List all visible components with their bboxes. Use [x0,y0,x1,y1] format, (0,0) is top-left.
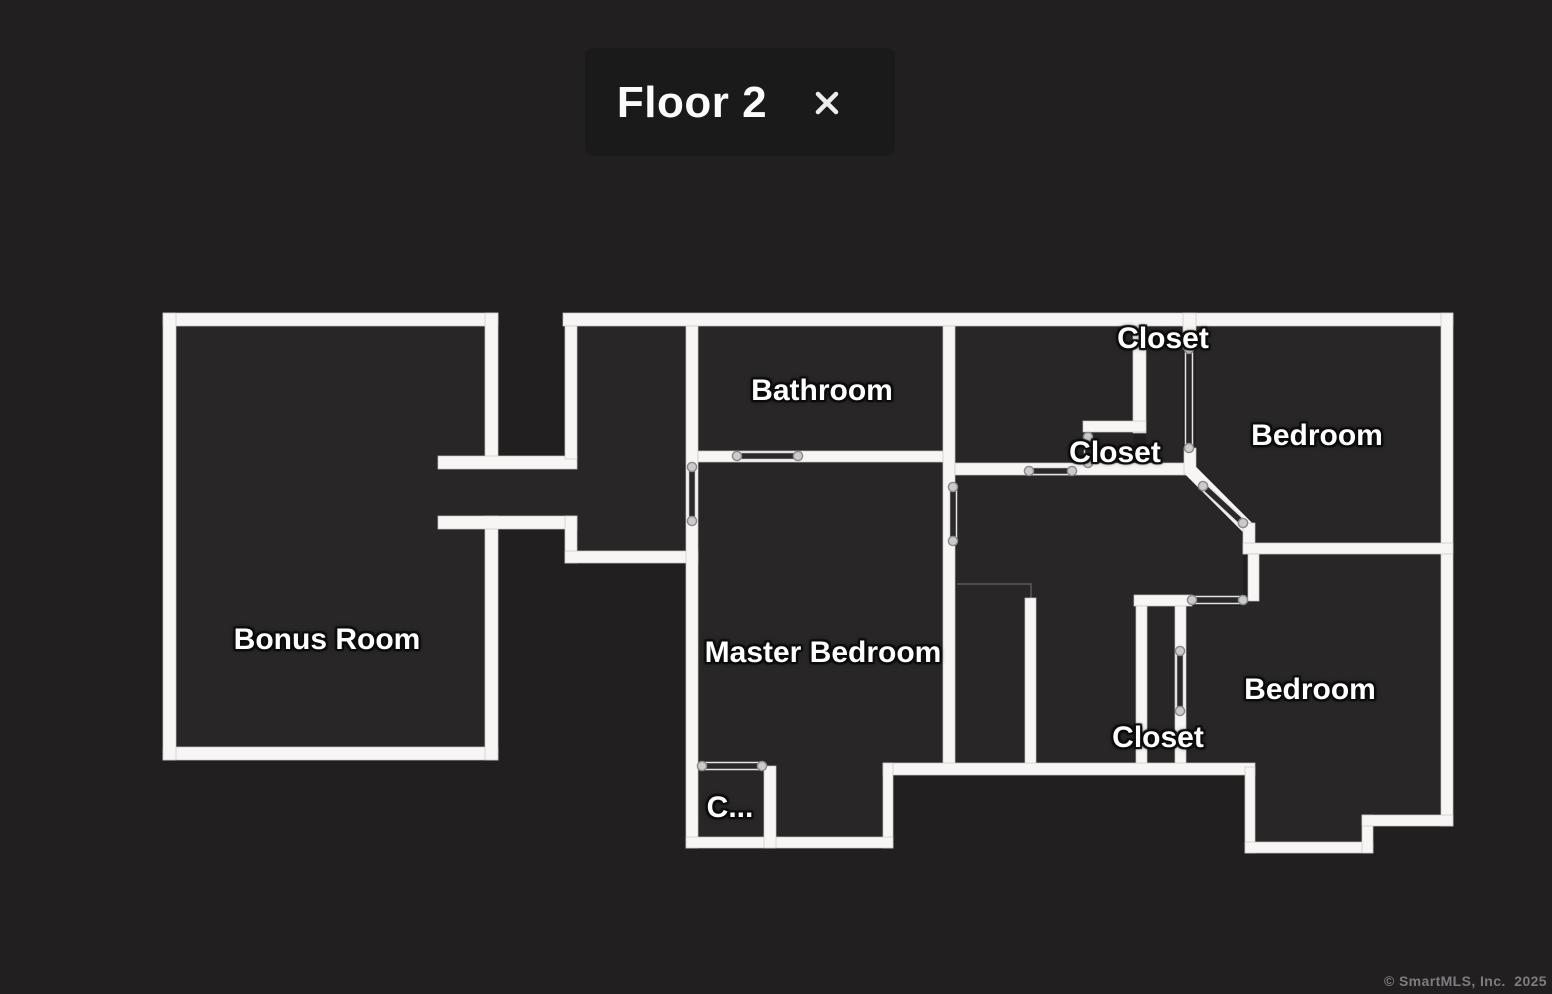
door-marker[interactable] [1196,479,1249,529]
stair-opening-line [957,583,1032,598]
door-handle[interactable] [1023,465,1035,477]
door-handle[interactable] [1082,431,1094,443]
door-marker[interactable] [1174,645,1186,717]
door-leaf[interactable] [1175,650,1185,712]
door-handle[interactable] [756,760,768,772]
door-handle[interactable] [696,760,708,772]
door-marker[interactable] [1023,465,1078,477]
door-leaf[interactable] [1028,466,1073,476]
door-handle[interactable] [947,535,959,547]
door-handle[interactable] [1066,465,1078,477]
door-marker[interactable] [696,760,768,772]
door-leaf[interactable] [948,486,958,542]
door-leaf[interactable] [687,466,697,522]
close-icon [815,91,839,115]
door-leaf[interactable] [1184,348,1194,449]
door-handle[interactable] [1082,457,1094,469]
walls [162,312,1454,854]
watermark: © SmartMLS, Inc. 2025 [1383,973,1547,989]
door-handle[interactable] [1174,705,1186,717]
door-handle[interactable] [1183,442,1195,454]
door-handle[interactable] [1174,645,1186,657]
door-leaf[interactable] [1191,595,1244,605]
title-panel [585,48,895,156]
door-handle[interactable] [1196,479,1209,492]
door-handle[interactable] [1236,516,1249,529]
close-button[interactable] [805,81,849,125]
door-handle[interactable] [1186,594,1198,606]
room-fills [176,326,1441,842]
door-handle[interactable] [947,481,959,493]
door-marker[interactable] [947,481,959,547]
door-handle[interactable] [686,461,698,473]
door-marker[interactable] [1186,594,1249,606]
door-marker[interactable] [1082,431,1094,469]
door-handle[interactable] [1183,343,1195,355]
door-marker[interactable] [731,450,804,462]
door-handle[interactable] [792,450,804,462]
page-title: Floor 2 [616,78,768,127]
door-leaf[interactable] [701,761,763,771]
door-handle[interactable] [731,450,743,462]
door-marker[interactable] [1183,343,1195,454]
door-marker[interactable] [686,461,698,527]
door-handle[interactable] [686,515,698,527]
door-handle[interactable] [1237,594,1249,606]
door-leaf[interactable] [736,451,799,461]
